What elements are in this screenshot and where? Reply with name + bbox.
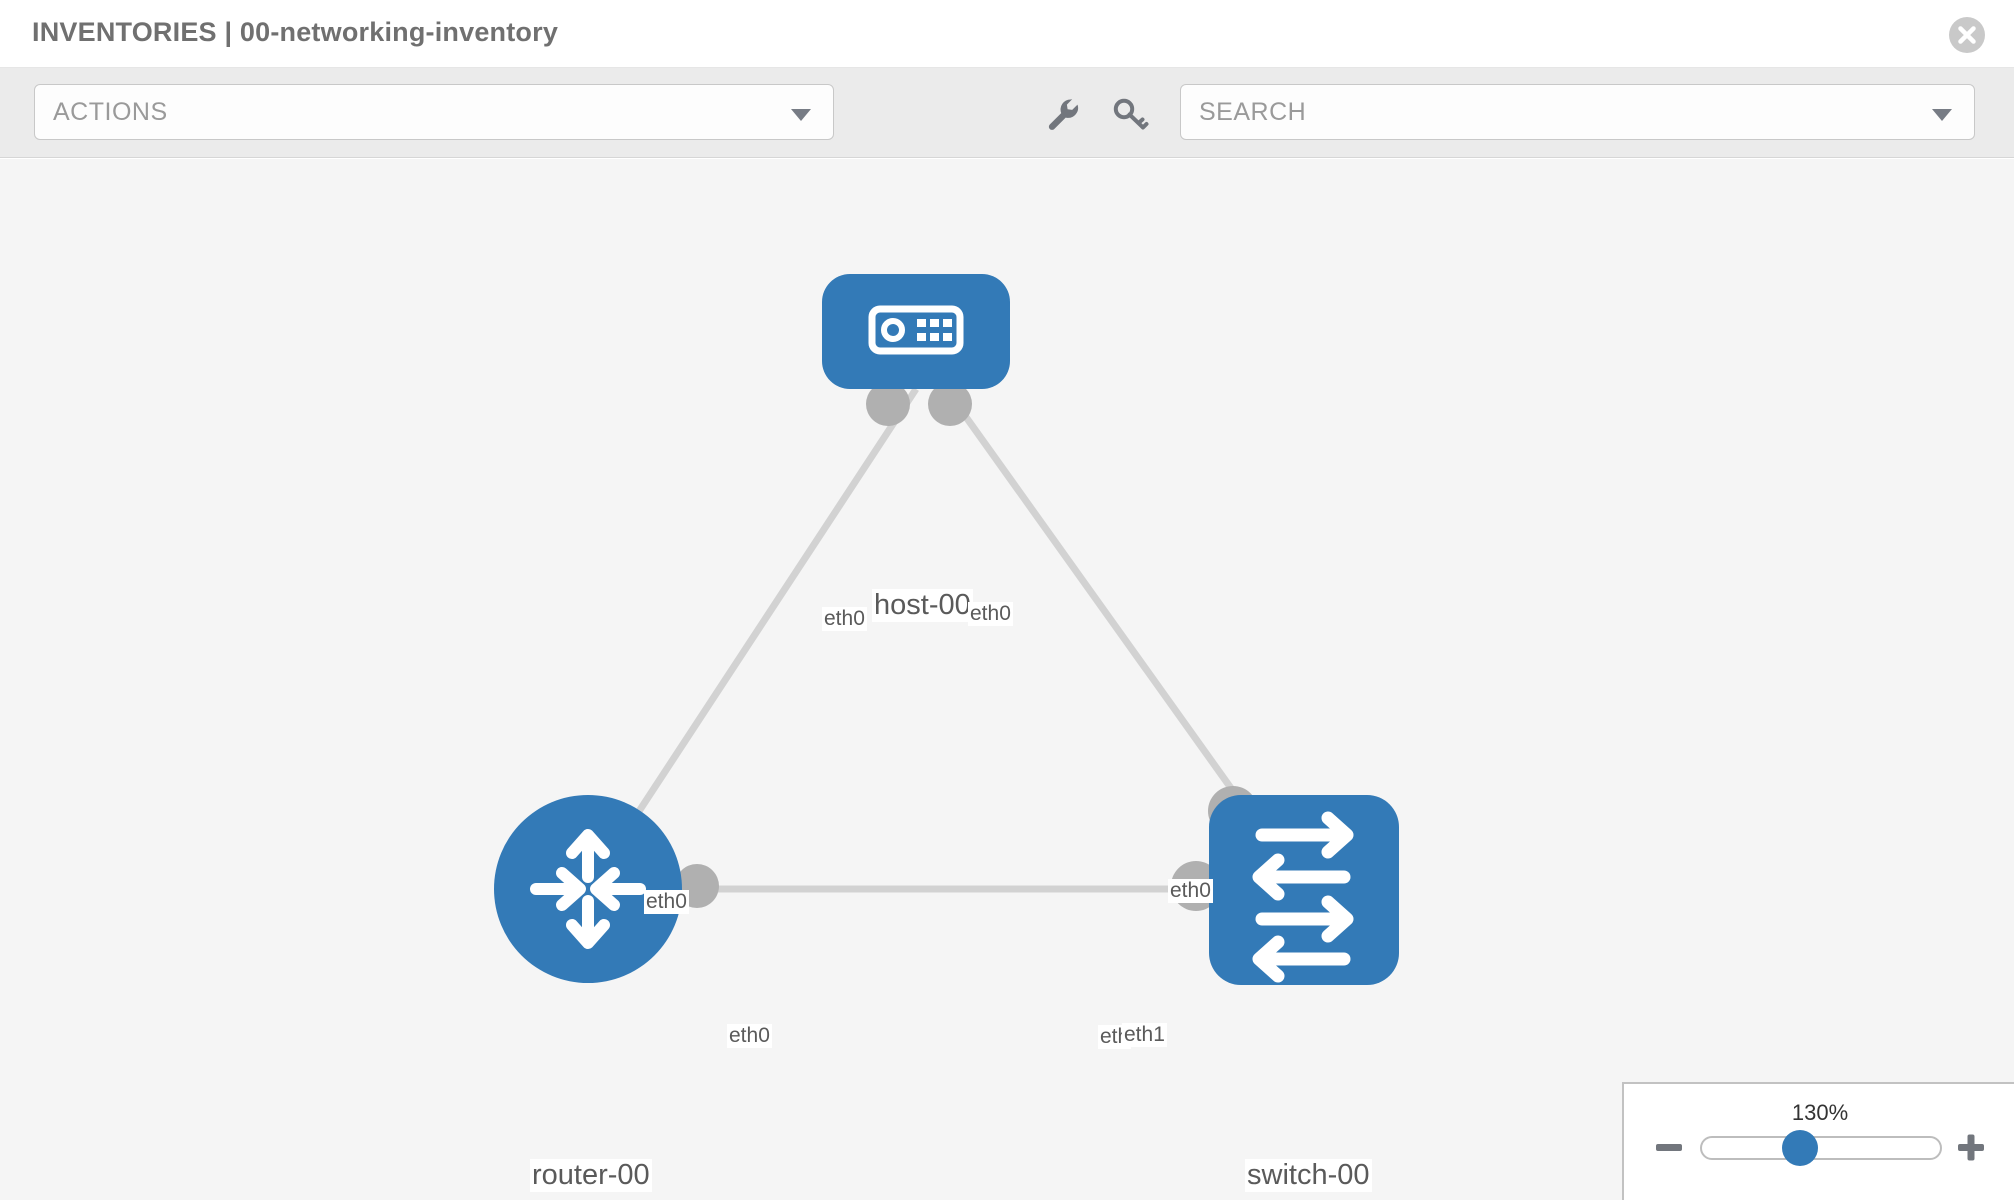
key-icon[interactable] <box>1110 94 1150 134</box>
minus-icon[interactable] <box>1652 1130 1686 1164</box>
iface-label-host-right: eth0 <box>968 602 1013 627</box>
connector-host-right[interactable] <box>928 382 972 426</box>
zoom-percent-label: 130% <box>1791 1100 1849 1125</box>
node-host-00[interactable] <box>822 274 1010 389</box>
chevron-down-icon <box>1932 109 1952 121</box>
node-label-router-00: router-00 <box>530 1159 652 1193</box>
switch-arrows-icon <box>1252 811 1354 983</box>
node-switch-00[interactable] <box>1209 795 1399 985</box>
node-label-host-00: host-00 <box>872 589 973 623</box>
actions-dropdown-label: ACTIONS <box>53 98 168 126</box>
wrench-icon[interactable] <box>1043 94 1083 134</box>
iface-label-host-left: eth0 <box>822 607 867 632</box>
toolbar: ACTIONS SEARCH <box>0 68 2014 158</box>
server-icon <box>868 305 964 355</box>
zoom-control-panel: 130% <box>1622 1082 2014 1200</box>
page-title: INVENTORIES | 00-networking-inventory <box>32 17 559 47</box>
zoom-slider-track[interactable] <box>1700 1136 1942 1160</box>
actions-dropdown[interactable]: ACTIONS <box>34 84 834 140</box>
search-input[interactable]: SEARCH <box>1180 84 1975 140</box>
chevron-down-icon <box>791 109 811 121</box>
node-router-00[interactable] <box>494 795 682 983</box>
iface-label-switch-left-b: eth1 <box>1122 1023 1167 1048</box>
iface-label-router-right: eth0 <box>727 1024 772 1049</box>
topology-graph <box>494 274 1399 985</box>
page-header: INVENTORIES | 00-networking-inventory <box>0 0 2014 68</box>
node-label-switch-00: switch-00 <box>1245 1159 1372 1193</box>
topology-canvas[interactable]: host-00 router-00 switch-00 eth0 eth0 et… <box>0 159 2014 1200</box>
iface-label-router-up: eth0 <box>644 890 689 915</box>
search-placeholder: SEARCH <box>1199 98 1307 126</box>
router-arrows-icon <box>530 829 646 949</box>
close-icon[interactable] <box>1948 16 1986 54</box>
link-host-router[interactable] <box>585 387 919 891</box>
connector-host-left[interactable] <box>866 382 910 426</box>
plus-icon[interactable] <box>1954 1130 1988 1164</box>
zoom-slider-thumb[interactable] <box>1782 1130 1818 1166</box>
iface-label-switch-up: eth0 <box>1168 879 1213 904</box>
